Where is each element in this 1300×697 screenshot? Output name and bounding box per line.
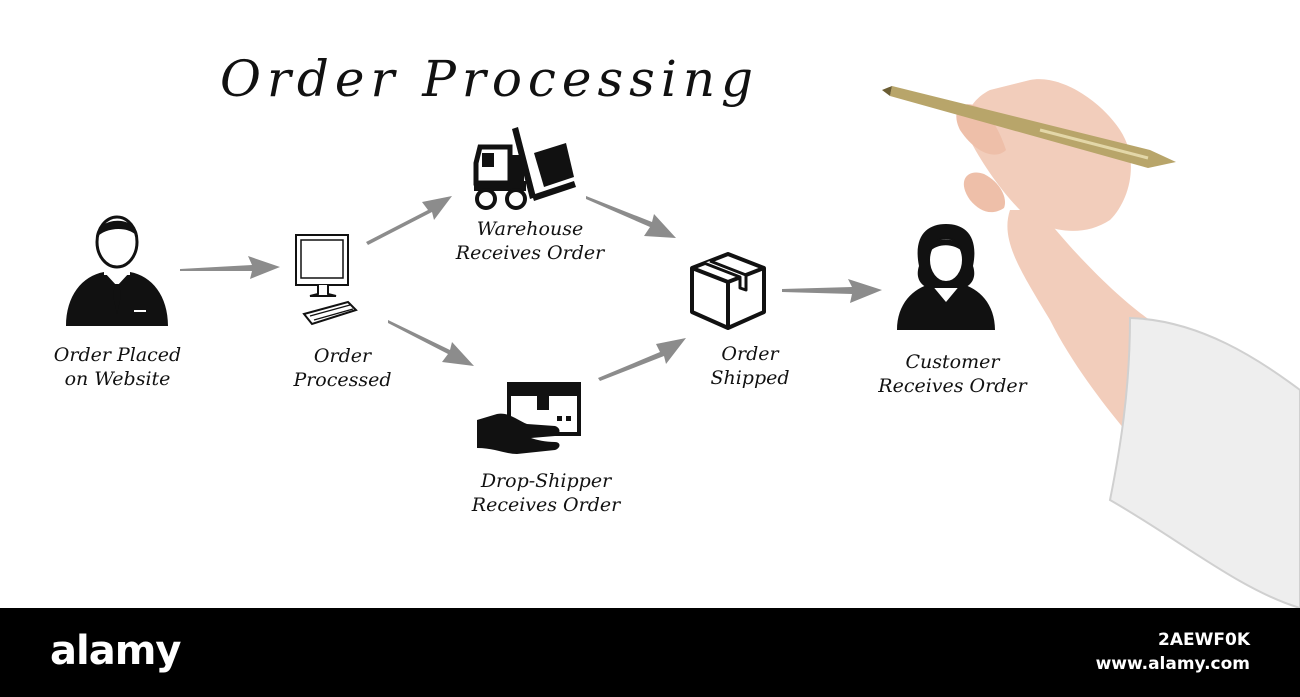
forklift-icon — [473, 127, 576, 210]
arrow-placed-to-processed — [180, 256, 280, 279]
customer-woman-icon — [897, 224, 995, 330]
box-icon — [690, 252, 766, 330]
arrow-warehouse-to-shipped — [586, 196, 676, 238]
arrow-shipped-to-customer — [782, 279, 882, 303]
hand-with-pen-icon — [882, 79, 1300, 608]
site-url: www.alamy.com — [1095, 654, 1250, 674]
brand-logo: alamy — [50, 628, 181, 674]
arrow-processed-to-dropshipper — [388, 320, 474, 366]
arrow-processed-to-warehouse — [366, 196, 452, 245]
diagram-title: Order Processing — [220, 50, 760, 108]
computer-icon — [295, 234, 358, 326]
image-id: 2AEWF0K — [1158, 630, 1250, 650]
watermark-footer: alamy 2AEWF0K www.alamy.com — [0, 608, 1300, 697]
hand-package-icon — [477, 382, 581, 454]
businessman-icon — [66, 215, 168, 326]
arrow-dropshipper-to-shipped — [598, 338, 686, 381]
